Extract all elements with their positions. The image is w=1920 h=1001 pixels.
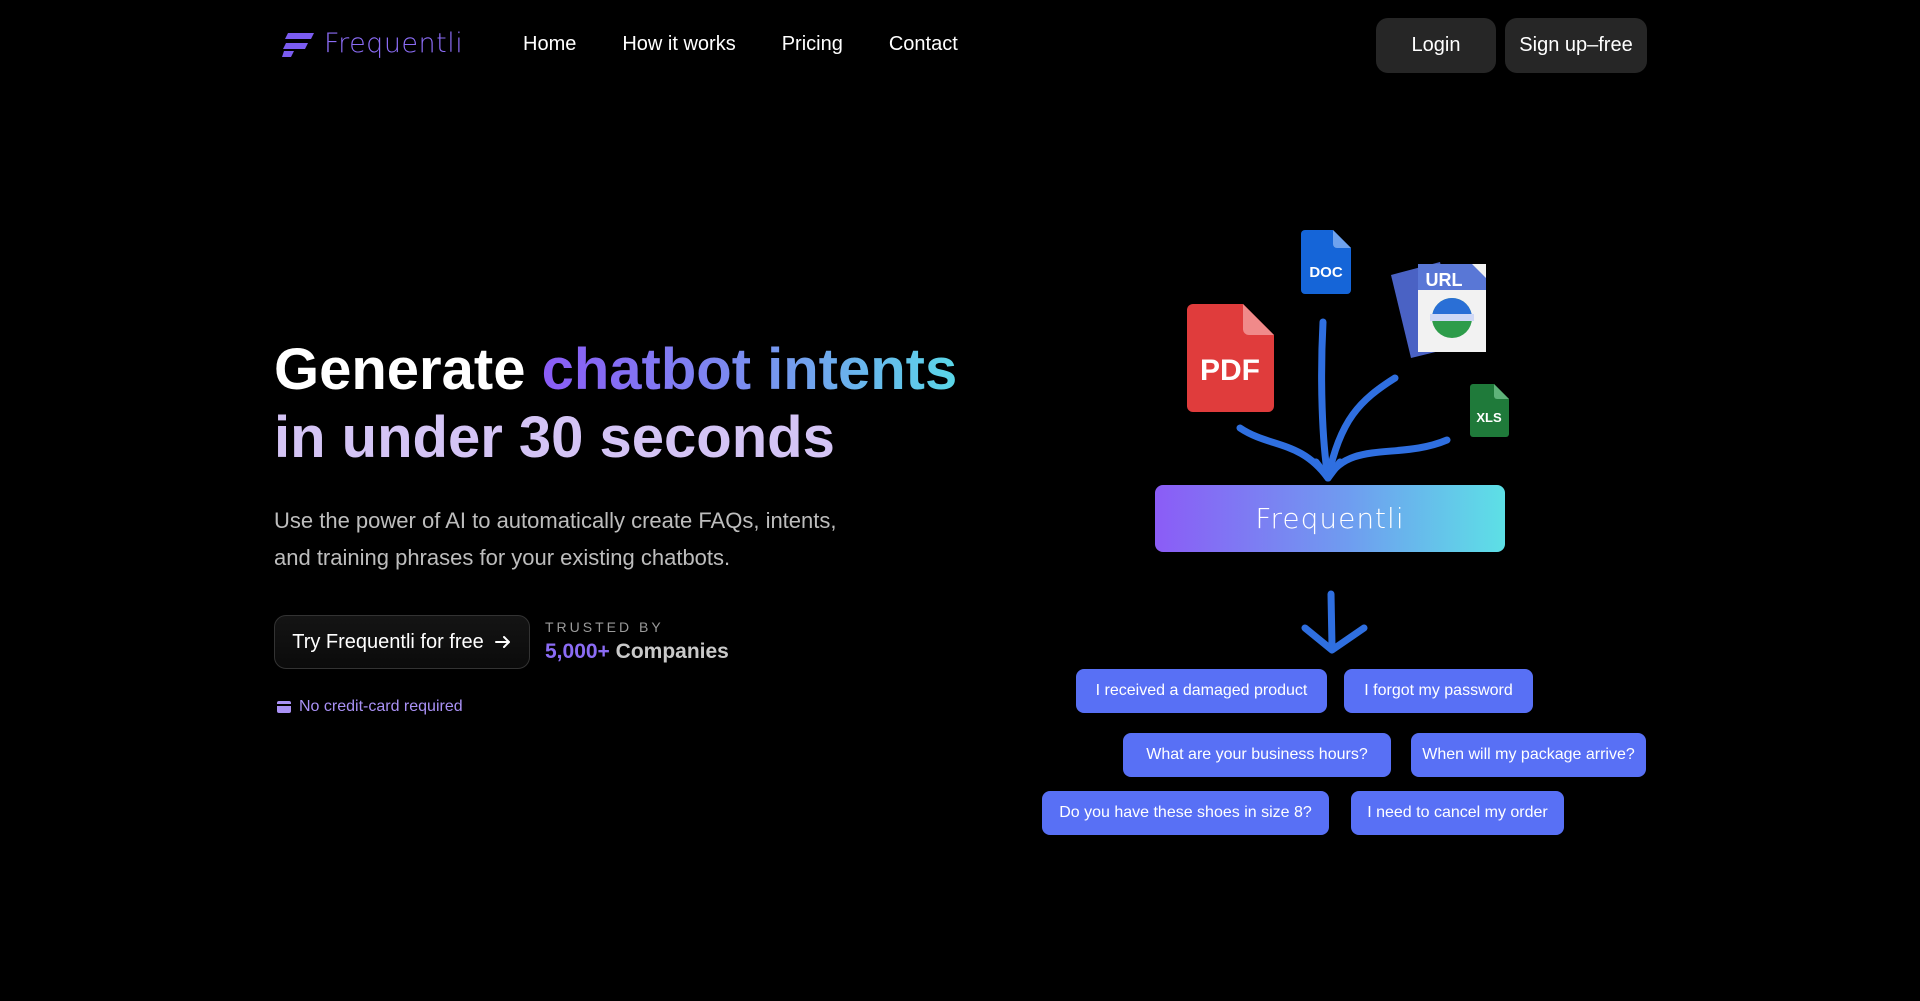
signup-button[interactable]: Sign up–free [1505,18,1647,73]
trusted-count: 5,000+ Companies [545,640,729,664]
logo-icon [282,32,314,57]
intent-chip: I received a damaged product [1076,669,1327,713]
frequentli-engine-box: Frequentli [1155,485,1505,552]
hero-title: Generate chatbot intents in under 30 sec… [274,336,957,472]
doc-file-icon: DOC [1301,230,1351,294]
try-free-button[interactable]: Try Frequentli for free [274,615,530,669]
no-credit-card-text: No credit-card required [299,698,463,715]
intent-chip: I forgot my password [1344,669,1533,713]
trusted-suffix: Companies [609,640,729,663]
title-part2: in under 30 seconds [274,405,835,470]
url-file-icon: URL [1391,262,1486,358]
top-nav: Frequentli Home How it works Pricing Con… [0,0,1920,92]
nav-contact[interactable]: Contact [888,33,958,55]
arrow-right-icon [494,636,510,648]
intent-chip: When will my package arrive? [1411,733,1646,777]
pdf-file-icon: PDF [1187,304,1274,412]
arrow-down-icon [1301,590,1368,654]
intent-chip: Do you have these shoes in size 8? [1042,791,1329,835]
nav-home[interactable]: Home [523,33,577,55]
nav-how-it-works[interactable]: How it works [622,33,736,55]
url-file-label: URL [1426,270,1463,290]
no-credit-card-note: No credit-card required [277,698,463,716]
xls-file-label: XLS [1476,410,1502,425]
xls-file-icon: XLS [1470,384,1509,437]
doc-file-label: DOC [1309,264,1343,281]
merge-arrows-icon [1236,318,1451,482]
nav-pricing[interactable]: Pricing [781,33,843,55]
hero-subtitle: Use the power of AI to automatically cre… [274,502,874,576]
trusted-number: 5,000+ [545,640,610,663]
title-part1: Generate [274,337,542,402]
intent-chip: I need to cancel my order [1351,791,1564,835]
title-highlight: chatbot intents [541,337,958,402]
logo-text: Frequentli [324,28,464,59]
subtitle-line-2: and training phrases for your existing c… [274,545,731,570]
login-button[interactable]: Login [1376,18,1496,73]
nav-links: Home How it works Pricing Contact [523,33,958,56]
trusted-label: TRUSTED BY [545,619,664,635]
credit-card-icon [277,701,291,713]
try-free-label: Try Frequentli for free [292,630,484,653]
pdf-file-label: PDF [1200,354,1260,387]
intent-chip: What are your business hours? [1123,733,1391,777]
subtitle-line-1: Use the power of AI to automatically cre… [274,508,837,533]
logo[interactable]: Frequentli [282,28,463,59]
